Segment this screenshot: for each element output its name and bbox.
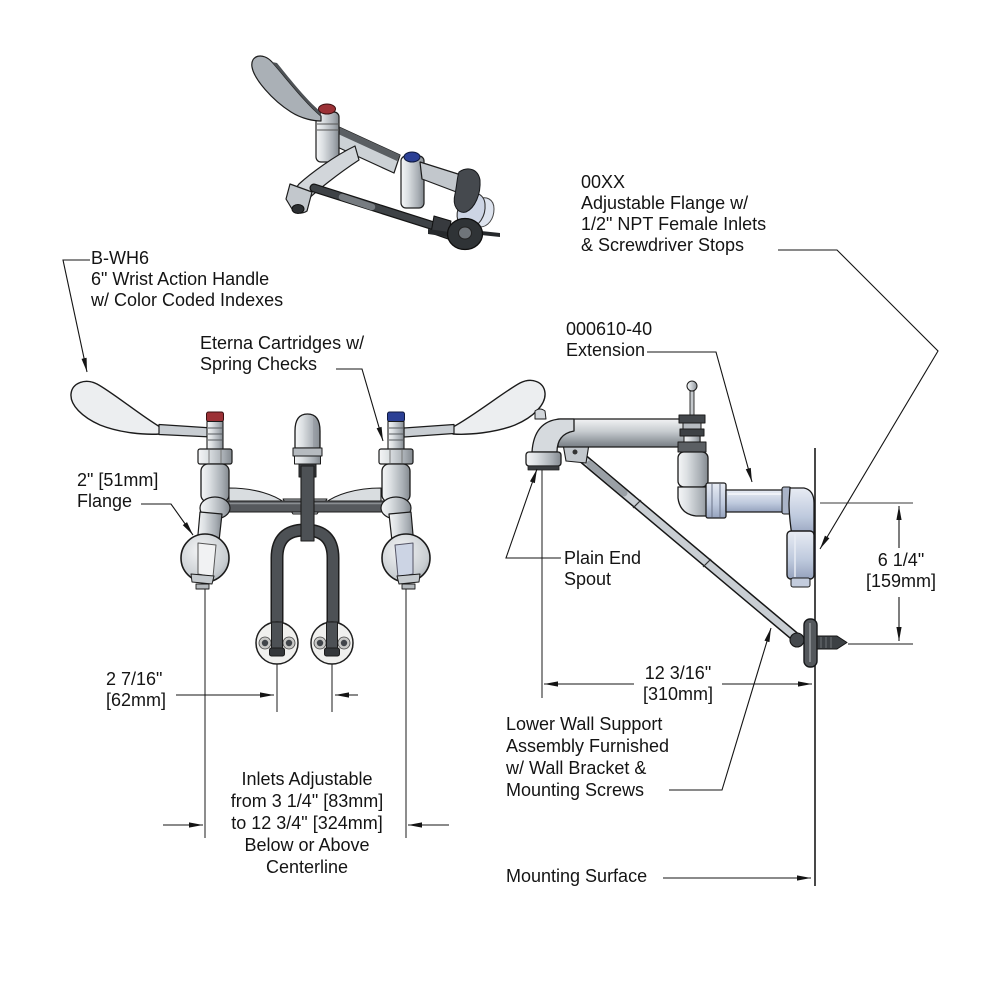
extension-lines [204, 470, 543, 838]
front-hot-index [206, 411, 224, 422]
front-right-2in-flange [381, 511, 431, 590]
front-inlet-flange-right [310, 621, 354, 665]
iso-cold-index [403, 151, 421, 163]
leader-adjustable-flange [778, 249, 939, 550]
label-b-wh6: B-WH6 6" Wrist Action Handle w/ Color Co… [91, 248, 284, 310]
leader-2in-flange [141, 503, 194, 536]
label-extension: 000610-40 Extension [566, 319, 653, 360]
leader-plain-end-spout [505, 468, 561, 559]
isometric-render [251, 55, 500, 251]
leader-lower-wall-support [669, 627, 772, 791]
iso-right-wrist-blade [453, 168, 481, 213]
front-right-wrist-blade [452, 379, 546, 435]
front-left-2in-flange [180, 511, 230, 590]
side-adjustable-flange [786, 530, 815, 580]
side-riser-barrel [677, 451, 709, 488]
side-extension-nut [705, 482, 727, 519]
leader-lines [62, 249, 939, 881]
label-lower-wall-support: Lower Wall Support Assembly Furnished w/… [506, 714, 670, 800]
label-plain-end-spout: Plain End Spout [564, 548, 642, 589]
dim-label-inlet-spacing: 2 7/16" [62mm] [106, 669, 167, 710]
leader-b-wh6 [62, 259, 90, 373]
side-swivel-pin [689, 390, 695, 418]
label-mounting-surface: Mounting Surface [506, 866, 648, 886]
label-adjustable-flange: 00XX Adjustable Flange w/ 1/2" NPT Femal… [581, 172, 767, 255]
side-view [525, 380, 913, 886]
front-center-tube [300, 465, 315, 542]
front-left-wrist-blade [70, 380, 161, 435]
leader-extension [647, 351, 753, 483]
dim-label-reach: 12 3/16" [310mm] [642, 663, 714, 704]
label-eterna-cartridges: Eterna Cartridges w/ Spring Checks [200, 333, 365, 374]
side-spout-tube [557, 418, 701, 448]
front-left-bonnet [197, 448, 233, 465]
leader-eterna [336, 368, 384, 442]
front-right-cartridge [381, 463, 411, 503]
front-left-cartridge [200, 463, 230, 503]
label-inlets-adjustable: Inlets Adjustable from 3 1/4" [83mm] to … [230, 769, 384, 877]
side-mounting-screw [816, 635, 848, 650]
front-view [70, 379, 546, 665]
iso-hot-index [318, 103, 336, 115]
front-right-bonnet [378, 448, 414, 465]
label-2in-flange: 2" [51mm] Flange [77, 470, 159, 511]
iso-support-rod [310, 184, 441, 231]
iso-left-wrist-blade [251, 55, 322, 122]
front-cold-index [387, 411, 405, 422]
dim-label-drop-height: 6 1/4" [159mm] [865, 550, 937, 591]
dimension-lines [163, 506, 902, 828]
side-plain-end-nozzle [525, 451, 562, 467]
front-inlet-flange-left [255, 621, 299, 665]
